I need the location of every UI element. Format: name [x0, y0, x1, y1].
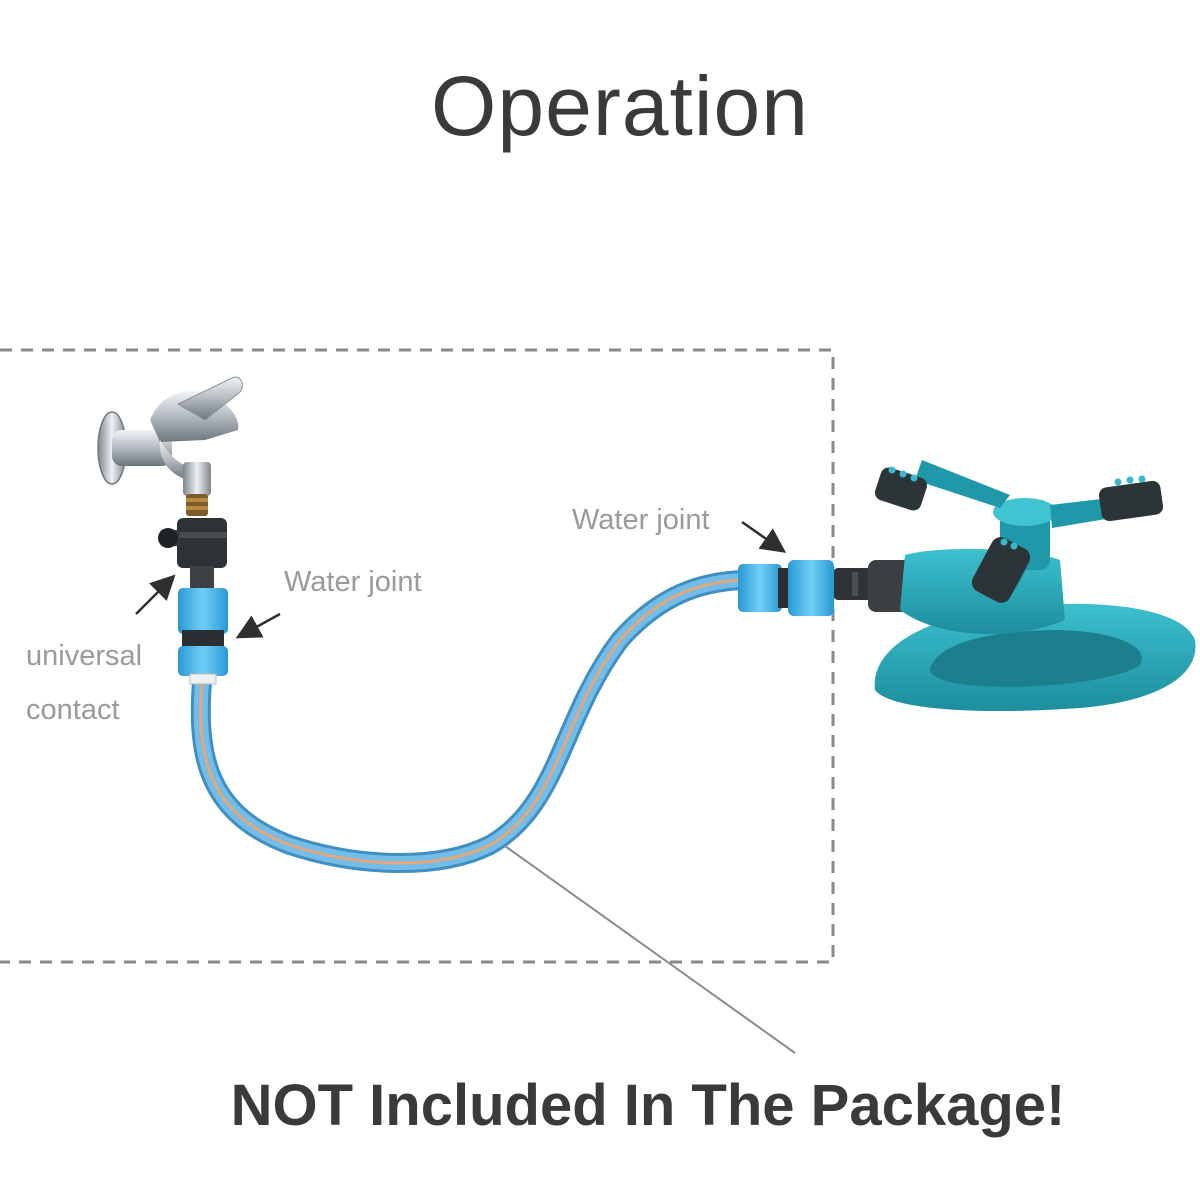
- universal-contact-adapter: [158, 518, 227, 588]
- label-universal-line2: contact: [26, 694, 120, 726]
- arrow-universal-contact: [135, 574, 176, 615]
- arrow-right-water-joint: [741, 520, 787, 553]
- label-water-joint-left: Water joint: [284, 566, 422, 598]
- arrow-left-water-joint: [235, 612, 281, 639]
- rotating-sprinkler: [834, 460, 1196, 711]
- label-universal-line1: universal: [26, 640, 143, 672]
- page-title: Operation: [431, 59, 809, 153]
- not-included-border: [0, 348, 835, 964]
- not-included-notice: NOT Included In The Package!: [230, 1073, 1066, 1138]
- label-water-joint-right: Water joint: [572, 504, 710, 536]
- right-water-joint: [738, 560, 834, 616]
- hose-pointer-line: [504, 845, 796, 1054]
- faucet-tap: [97, 376, 243, 516]
- garden-hose: [190, 570, 752, 873]
- left-water-joint: [178, 588, 228, 685]
